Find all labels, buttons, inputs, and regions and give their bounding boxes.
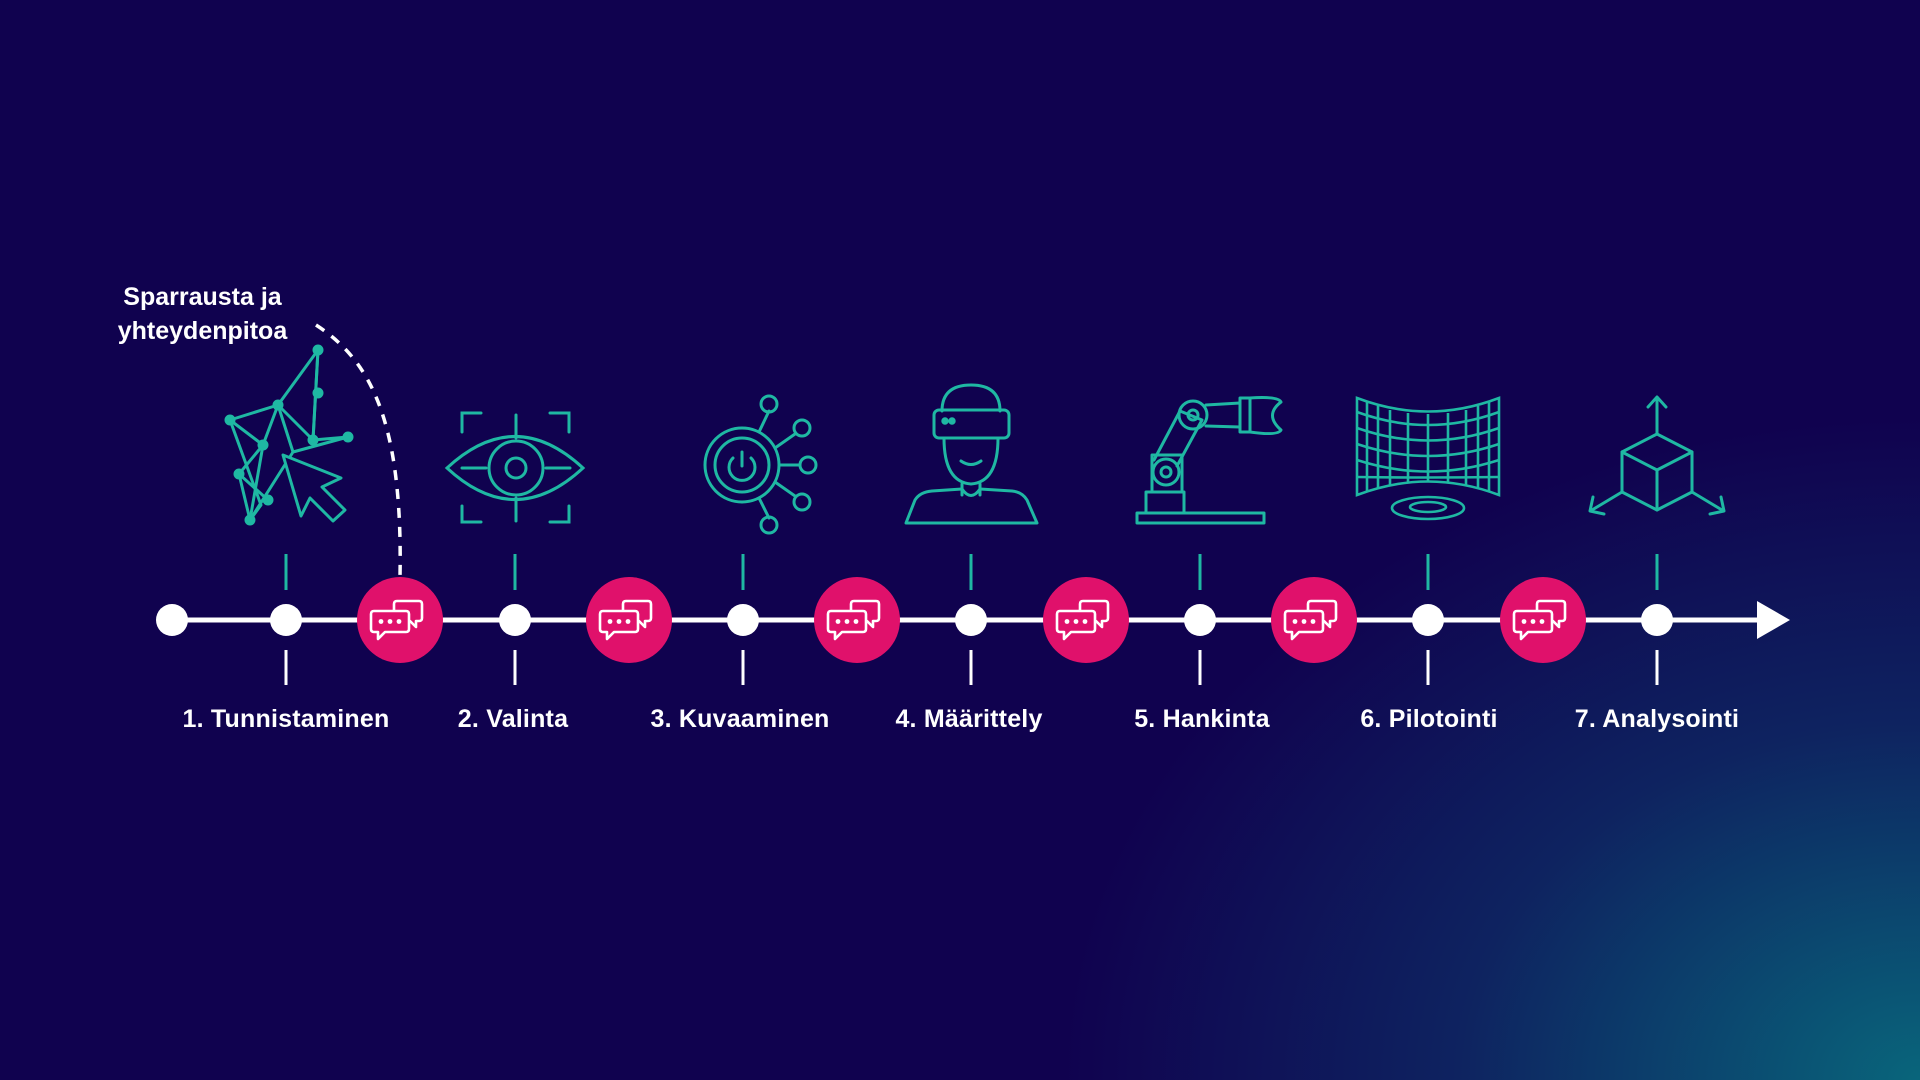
chat-bubbles-icon: [584, 575, 674, 665]
vr-headset-person-icon: [904, 383, 1039, 525]
step-label-3: 3. Kuvaaminen: [650, 705, 830, 733]
annotation-line-2: yhteydenpitoa: [117, 317, 288, 345]
chat-bubbles-icon: [1269, 575, 1359, 665]
step-node-5: [1184, 554, 1216, 685]
eye-target-icon: [444, 411, 586, 524]
step-node-6: [1412, 554, 1444, 685]
step-node-7: [1641, 554, 1673, 685]
chat-bubbles-icon: [812, 575, 902, 665]
step-label-5: 5. Hankinta: [1134, 705, 1270, 733]
step-label-1: 1. Tunnistaminen: [182, 705, 390, 733]
hologram-grid-icon: [1355, 396, 1501, 521]
step-label-7: 7. Analysointi: [1574, 705, 1740, 733]
chat-bubbles-icon: [1498, 575, 1588, 665]
step-node-3: [727, 554, 759, 685]
robot-arm-icon: [1135, 396, 1283, 525]
timeline-start-node: [156, 604, 188, 636]
timeline-arrow-head: [1757, 601, 1790, 639]
annotation-dashed-curve: [315, 323, 402, 578]
network-cursor-icon: [224, 344, 354, 526]
annotation-line-1: Sparrausta ja: [123, 283, 282, 311]
step-node-1: [270, 554, 302, 685]
annotation-sparring: Sparrausta ja yhteydenpitoa: [100, 280, 305, 348]
step-node-2: [499, 554, 531, 685]
chat-bubbles-icon: [1041, 575, 1131, 665]
step-label-6: 6. Pilotointi: [1360, 705, 1498, 733]
step-label-2: 2. Valinta: [457, 705, 569, 733]
step-label-4: 4. Määrittely: [895, 705, 1043, 733]
3d-cube-axes-icon: [1588, 395, 1726, 516]
step-node-4: [955, 554, 987, 685]
power-network-icon: [703, 394, 818, 535]
chat-bubbles-icon: [355, 575, 445, 665]
